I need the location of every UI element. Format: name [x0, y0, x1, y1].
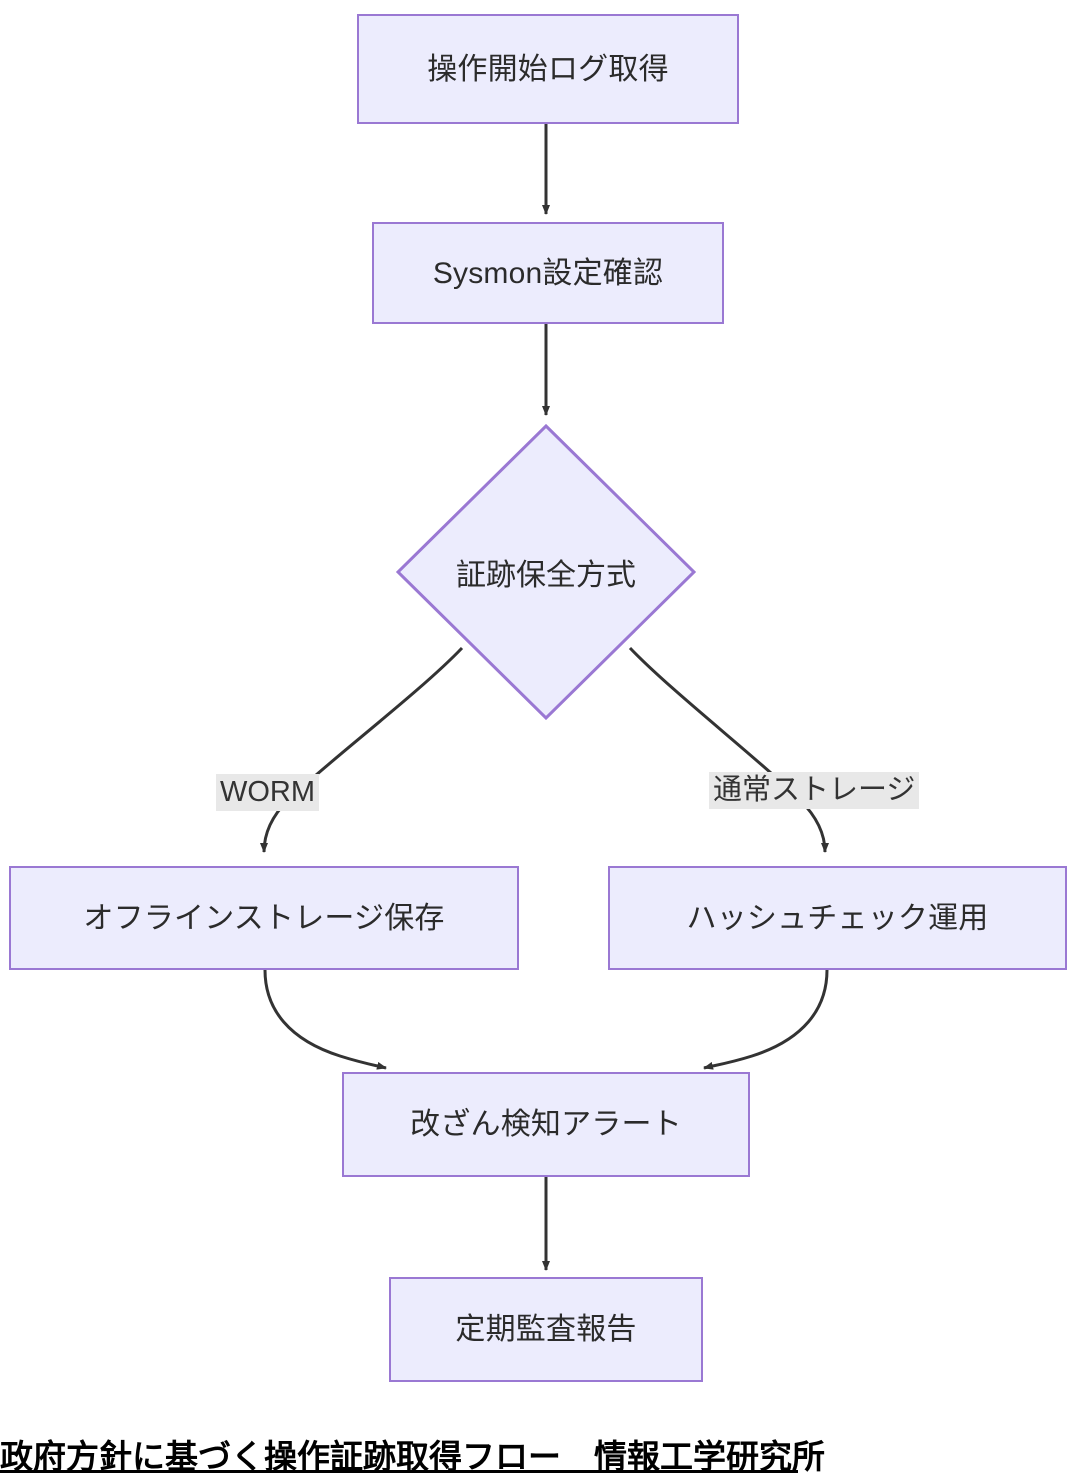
node-periodic-audit-report[interactable]: 定期監査報告 — [389, 1277, 703, 1382]
node-label: 定期監査報告 — [455, 1313, 637, 1346]
node-offline-storage-save[interactable]: オフラインストレージ保存 — [9, 866, 519, 970]
node-evidence-preservation-method[interactable]: 証跡保全方式 — [396, 424, 696, 720]
node-sysmon-config-check[interactable]: Sysmon設定確認 — [372, 222, 724, 324]
diamond-shape — [396, 424, 696, 720]
node-tamper-detection-alert[interactable]: 改ざん検知アラート — [342, 1072, 750, 1177]
edge-label-worm: WORM — [216, 774, 320, 812]
node-label: 改ざん検知アラート — [410, 1108, 682, 1141]
diagram-caption: 政府方針に基づく操作証跡取得フロー 情報工学研究所 — [0, 1437, 825, 1476]
node-label: 証跡保全方式 — [456, 559, 636, 592]
caption-underline — [0, 1470, 798, 1473]
edge-n4-n6 — [263, 969, 387, 1070]
node-operation-start-log[interactable]: 操作開始ログ取得 — [357, 14, 739, 124]
node-label: 操作開始ログ取得 — [427, 52, 669, 86]
node-label: オフラインストレージ保存 — [83, 901, 445, 935]
node-hash-check-operation[interactable]: ハッシュチェック運用 — [608, 866, 1067, 970]
node-label: Sysmon設定確認 — [432, 256, 664, 290]
node-label: ハッシュチェック運用 — [686, 901, 989, 935]
edge-label-normal-storage: 通常ストレージ — [709, 772, 920, 810]
edge-n5-n6 — [703, 969, 829, 1070]
